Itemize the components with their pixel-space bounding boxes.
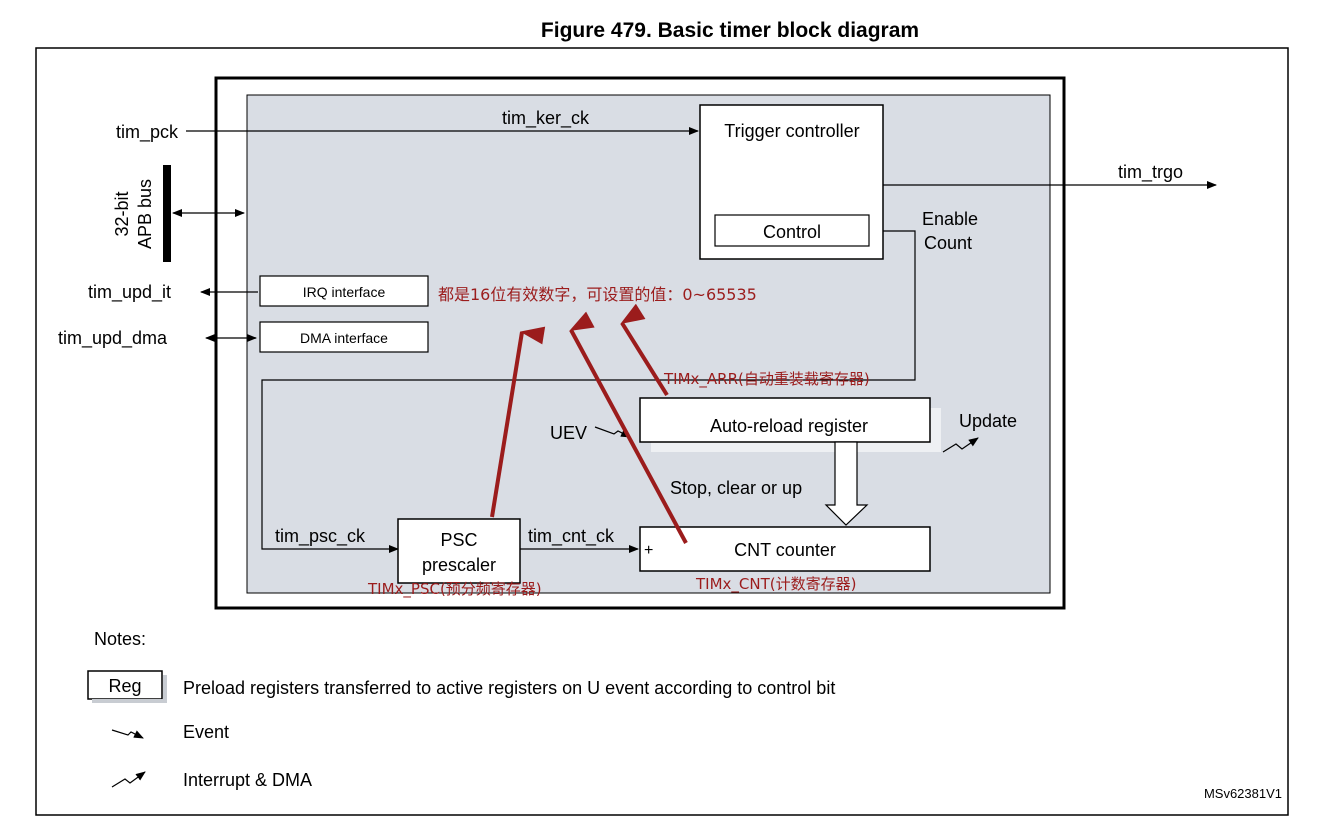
annotation-psc: TIMx_PSC(预分频寄存器)	[367, 580, 542, 599]
apb-bus-label-2: APB bus	[135, 179, 155, 249]
label-tim-upd-it: tim_upd_it	[88, 282, 171, 303]
outer-frame	[35, 47, 1289, 816]
auto-reload-label: Auto-reload register	[710, 416, 868, 436]
cnt-plus: +	[644, 542, 653, 559]
interrupt-dma-icon	[111, 771, 146, 788]
annotation-arrow-arr	[620, 303, 669, 397]
annotation-arrow-cnt	[569, 311, 688, 544]
notes-heading: Notes:	[94, 629, 146, 649]
label-stop-clear-up: Stop, clear or up	[670, 478, 802, 498]
label-tim-upd-dma: tim_upd_dma	[58, 328, 168, 349]
annotation-cnt: TIMx_CNT(计数寄存器)	[695, 575, 856, 594]
psc-label-2: prescaler	[422, 555, 496, 575]
label-tim-psc-ck: tim_psc_ck	[275, 526, 366, 547]
cnt-counter	[639, 526, 931, 572]
dma-interface	[259, 321, 429, 353]
notes-reg-label: Reg	[108, 676, 141, 696]
label-count: Count	[924, 233, 972, 253]
notes-reg-desc: Preload registers transferred to active …	[183, 678, 835, 698]
auto-reload-register	[639, 397, 931, 443]
figure-title: Figure 479. Basic timer block diagram	[541, 19, 919, 42]
notes-event: Event	[183, 722, 229, 742]
control-block	[714, 214, 870, 247]
irq-interface	[259, 275, 429, 307]
update-interrupt-icon	[942, 437, 979, 453]
label-tim-trgo: tim_trgo	[1118, 162, 1183, 183]
trigger-controller-label: Trigger controller	[724, 121, 859, 141]
irq-interface-label: IRQ interface	[303, 284, 386, 300]
figure-id-code: MSv62381V1	[1204, 786, 1282, 801]
control-label: Control	[763, 222, 821, 242]
dma-interface-label: DMA interface	[300, 330, 388, 346]
label-enable: Enable	[922, 209, 978, 229]
psc-label-1: PSC	[440, 530, 477, 550]
label-tim-cnt-ck: tim_cnt_ck	[528, 526, 615, 547]
label-uev: UEV	[550, 423, 587, 443]
cnt-counter-label: CNT counter	[734, 540, 836, 560]
preload-transfer-arrow	[824, 441, 869, 526]
label-update: Update	[959, 411, 1017, 431]
notes-interrupt-dma: Interrupt & DMA	[183, 770, 312, 790]
annotation-arr: TIMx_ARR(自动重装载寄存器)	[663, 370, 870, 389]
annotation-arrow-psc	[490, 326, 546, 518]
psc-prescaler	[397, 518, 521, 584]
label-tim-pck: tim_pck	[116, 122, 179, 143]
annotation-16bit: 都是16位有效数字，可设置的值：0~65535	[438, 285, 757, 304]
label-tim-ker-ck: tim_ker_ck	[502, 108, 590, 129]
apb-bus-label-1: 32-bit	[112, 191, 132, 236]
event-icon	[111, 729, 144, 739]
uev-event-icon	[594, 426, 631, 438]
enable-count-path	[261, 230, 916, 553]
